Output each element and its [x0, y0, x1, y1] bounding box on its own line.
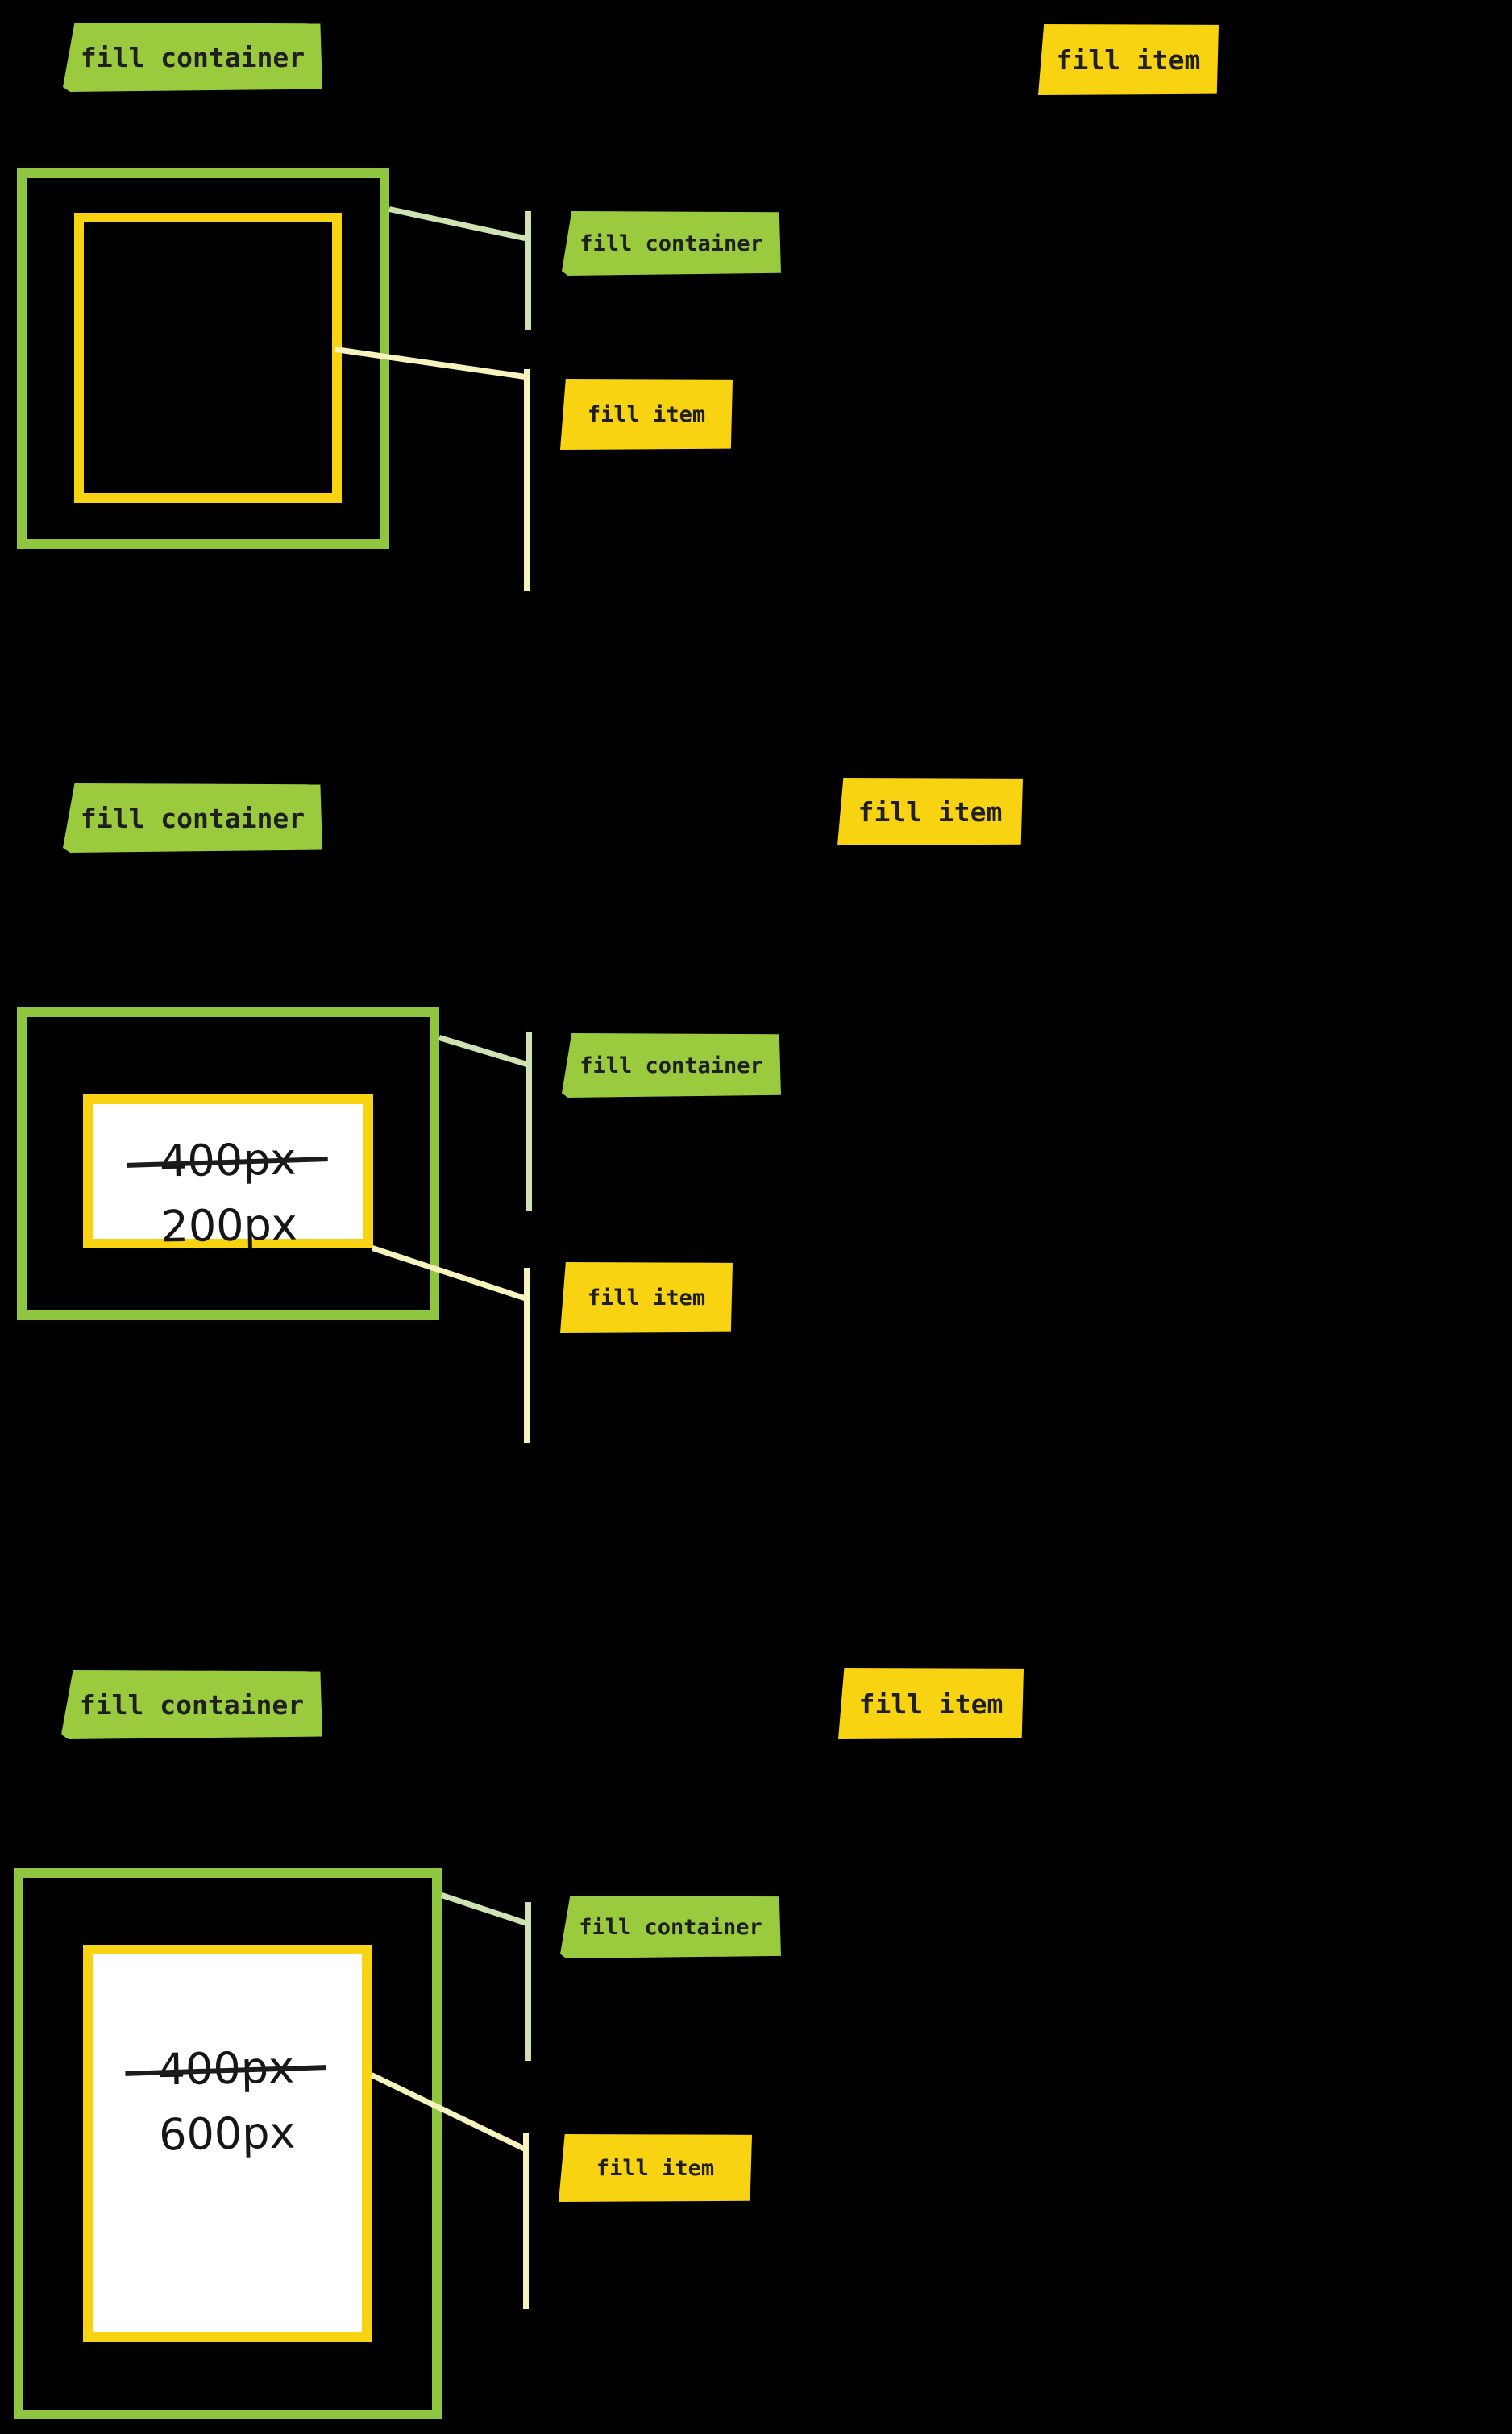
section1-callout-fill-container-label: fill container: [562, 211, 781, 276]
section1-container-box: [17, 168, 389, 549]
section3-callout-fill-container-label: fill container: [560, 1896, 781, 1958]
section1-container-callout-vertical-line: [525, 211, 531, 330]
section3-item-size-text: 400px 600px: [89, 1909, 364, 2292]
section3-container-callout-diagonal-line: [440, 1892, 532, 1928]
section2-item-callout-vertical-line: [524, 1268, 530, 1443]
section3-callout-fill-item-label: fill item: [559, 2134, 752, 2202]
section2-container-callout-diagonal-line: [438, 1035, 531, 1069]
section3-item-callout-vertical-line: [523, 2133, 529, 2309]
section1-container-callout-diagonal-line: [388, 206, 530, 243]
section2-item-box: 400px 200px: [83, 1094, 373, 1252]
section3-header-fill-item-label: fill item: [838, 1668, 1024, 1739]
section2-old-width-text: 400px: [127, 1133, 329, 1186]
section2-callout-fill-item-label: fill item: [560, 1262, 733, 1333]
section3-container-box: [14, 1868, 442, 2419]
section1-header-fill-container-label: fill container: [63, 23, 322, 92]
section1-callout-fill-item-label: fill item: [560, 379, 733, 450]
section2-header-fill-item-label: fill item: [837, 778, 1023, 845]
section2-new-width-value: 200px: [160, 1198, 298, 1252]
section1-header-fill-item-label: fill item: [1038, 24, 1219, 95]
section2-container-callout-vertical-line: [526, 1032, 532, 1211]
section3-item-box: 400px 600px: [83, 1945, 372, 2342]
section2-callout-fill-container-label: fill container: [562, 1033, 781, 1098]
section2-container-box: [17, 1007, 439, 1320]
section3-new-height-value: 600px: [158, 2107, 296, 2160]
section2-item-size-text: 400px 200px: [92, 1123, 365, 1262]
section1-item-box: [74, 213, 342, 503]
section2-header-fill-container-label: fill container: [63, 783, 322, 853]
section3-old-width-text: 400px: [125, 2041, 327, 2095]
section3-header-fill-container-label: fill container: [61, 1670, 322, 1739]
section1-item-callout-vertical-line: [524, 369, 530, 591]
section3-container-callout-vertical-line: [525, 1902, 531, 2061]
